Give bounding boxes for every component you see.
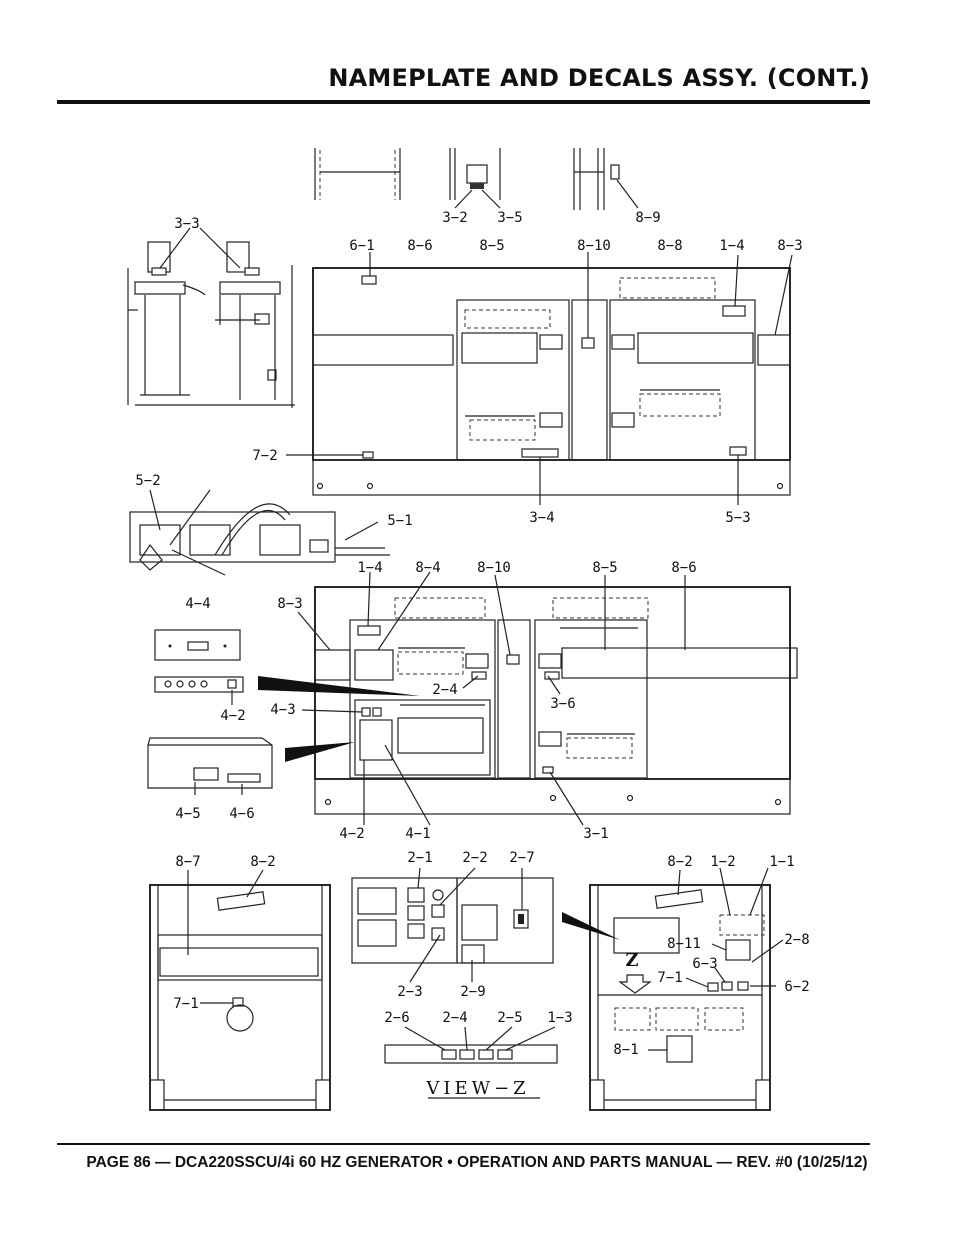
callout-4-5: 4−5 [175,806,200,822]
callout-3-6: 3−6 [550,696,575,712]
view-z-marker: Z [625,950,638,971]
callout-8-5: 8−5 [592,560,617,576]
callout-2-4: 2−4 [432,682,457,698]
callout-8-10: 8−10 [477,560,511,576]
callout-5-3: 5−3 [725,510,750,526]
callout-1-1: 1−1 [769,854,794,870]
callout-3-5: 3−5 [497,210,522,226]
callout-8-7: 8−7 [175,854,200,870]
callout-2-2: 2−2 [462,850,487,866]
page-title: NAMEPLATE AND DECALS ASSY. (CONT.) [328,64,870,92]
callout-8-3: 8−3 [777,238,802,254]
callout-4-6: 4−6 [229,806,254,822]
control-panel-detail [351,877,554,964]
callout-3-2: 3−2 [442,210,467,226]
page-footer: PAGE 86 — DCA220SSCU/4i 60 HZ GENERATOR … [86,1154,868,1171]
callout-5-1: 5−1 [387,513,412,529]
generator-rear-view [149,884,331,1111]
callout-2-7: 2−7 [509,850,534,866]
callout-8-2: 8−2 [250,854,275,870]
callout-6-3: 6−3 [692,956,717,972]
callout-7-1: 7−1 [173,996,198,1012]
view-z-label: VIEW−Z [425,1078,529,1099]
callout-8-8: 8−8 [657,238,682,254]
callout-8-1: 8−1 [613,1042,638,1058]
callout-4-4: 4−4 [185,596,210,612]
side-view-left [127,241,295,408]
callout-2-9: 2−9 [460,984,485,1000]
callout-8-2: 8−2 [667,854,692,870]
callout-8-3: 8−3 [277,596,302,612]
top-detail-fragments [314,148,620,210]
generator-front-view-top [312,267,791,496]
callout-4-2: 4−2 [339,826,364,842]
callout-3-4: 3−4 [529,510,554,526]
callout-5-2: 5−2 [135,473,160,489]
callout-4-3: 4−3 [270,702,295,718]
callout-8-6: 8−6 [671,560,696,576]
callout-4-2: 4−2 [220,708,245,724]
generator-end-view [589,884,771,1111]
control-box-parts [147,629,273,789]
callout-2-1: 2−1 [407,850,432,866]
callout-2-6: 2−6 [384,1010,409,1026]
callout-7-2: 7−2 [252,448,277,464]
callout-1-2: 1−2 [710,854,735,870]
battery-cable-detail [129,489,390,576]
generator-front-view-middle [314,586,798,815]
callout-6-2: 6−2 [784,979,809,995]
callout-8-9: 8−9 [635,210,660,226]
callout-8-11: 8−11 [667,936,701,952]
callout-1-4: 1−4 [357,560,382,576]
callout-8-10: 8−10 [577,238,611,254]
callout-6-1: 6−1 [349,238,374,254]
callout-8-4: 8−4 [415,560,440,576]
callout-8-6: 8−6 [407,238,432,254]
callout-labels: 3−3 3−2 3−5 8−9 6−1 8−6 8−5 8−10 8−8 1−4… [135,210,809,1099]
footer-rule [57,1143,870,1145]
callout-7-1: 7−1 [657,970,682,986]
callout-1-4: 1−4 [719,238,744,254]
callout-2-8: 2−8 [784,932,809,948]
callout-1-3: 1−3 [547,1010,572,1026]
header-rule [57,100,870,104]
callout-2-5: 2−5 [497,1010,522,1026]
callout-3-3: 3−3 [174,216,199,232]
callout-2-3: 2−3 [397,984,422,1000]
callout-3-1: 3−1 [583,826,608,842]
callout-4-1: 4−1 [405,826,430,842]
callout-8-5: 8−5 [479,238,504,254]
callout-2-4: 2−4 [442,1010,467,1026]
